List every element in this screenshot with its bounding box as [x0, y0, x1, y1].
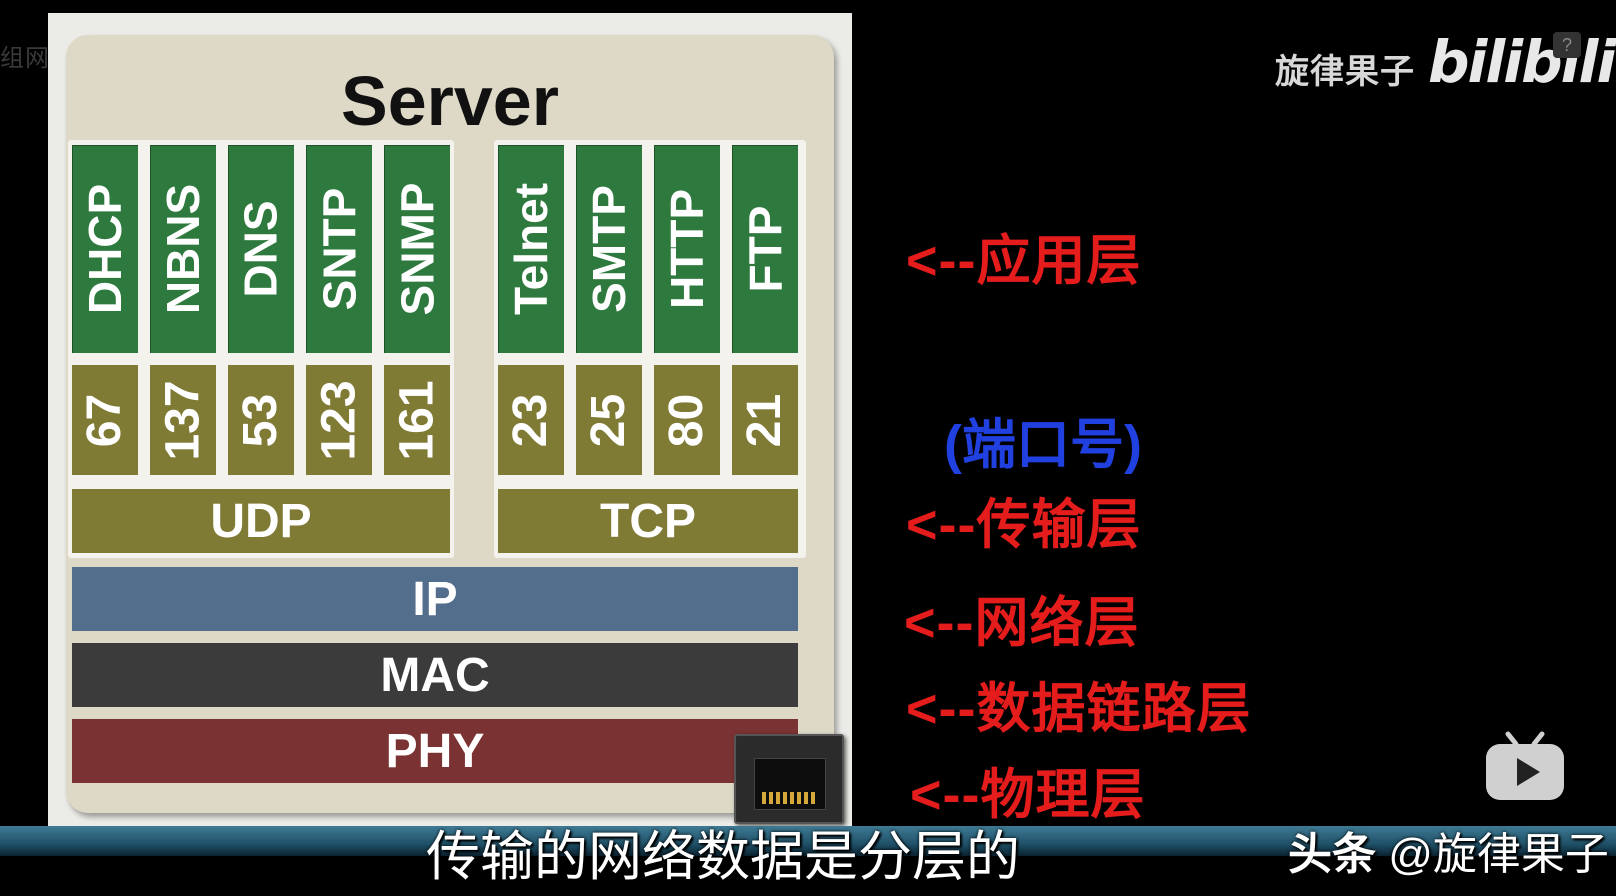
- play-tv-icon[interactable]: [1484, 730, 1566, 802]
- phy-bar: PHY: [72, 719, 798, 783]
- udp-bar: UDP: [72, 489, 450, 553]
- server-title: Server: [341, 62, 559, 140]
- ethernet-port-icon: [734, 734, 844, 824]
- protocol-telnet: Telnet: [498, 145, 564, 353]
- port-67: 67: [72, 365, 138, 475]
- ip-bar: IP: [72, 567, 798, 631]
- diagram-panel: Server DHCP NBNS DNS SNTP SNMP 67 137 53…: [48, 13, 852, 828]
- help-badge[interactable]: ?: [1553, 32, 1581, 58]
- port-25: 25: [576, 365, 642, 475]
- port-80: 80: [654, 365, 720, 475]
- protocol-dhcp: DHCP: [72, 145, 138, 353]
- toutiao-handle: @旋律果子: [1388, 830, 1609, 879]
- toutiao-watermark: 头条 @旋律果子: [1288, 818, 1609, 882]
- server-box: Server DHCP NBNS DNS SNTP SNMP 67 137 53…: [66, 35, 834, 813]
- port-number-label: (端口号): [944, 415, 1142, 475]
- mac-bar: MAC: [72, 643, 798, 707]
- transport-layer-label: <--传输层: [906, 495, 1142, 555]
- port-53: 53: [228, 365, 294, 475]
- toutiao-platform: 头条: [1288, 830, 1376, 879]
- application-layer-label: <--应用层: [906, 231, 1142, 291]
- physical-layer-label: <--物理层: [910, 765, 1146, 825]
- port-21: 21: [732, 365, 798, 475]
- protocol-sntp: SNTP: [306, 145, 372, 353]
- channel-name: 旋律果子: [1275, 53, 1415, 91]
- tcp-bar: TCP: [498, 489, 798, 553]
- port-123: 123: [306, 365, 372, 475]
- video-subtitle: 传输的网络数据是分层的: [426, 827, 1020, 887]
- protocol-dns: DNS: [228, 145, 294, 353]
- protocol-nbns: NBNS: [150, 145, 216, 353]
- protocol-snmp: SNMP: [384, 145, 450, 353]
- port-161: 161: [384, 365, 450, 475]
- port-23: 23: [498, 365, 564, 475]
- protocol-ftp: FTP: [732, 145, 798, 353]
- network-layer-label: <--网络层: [904, 593, 1140, 653]
- protocol-smtp: SMTP: [576, 145, 642, 353]
- ethernet-port-pins: [762, 792, 816, 804]
- datalink-layer-label: <--数据链路层: [906, 679, 1252, 739]
- port-137: 137: [150, 365, 216, 475]
- bilibili-logo: bilibili: [1428, 28, 1616, 96]
- protocol-http: HTTP: [654, 145, 720, 353]
- bottom-strip: [0, 826, 1616, 856]
